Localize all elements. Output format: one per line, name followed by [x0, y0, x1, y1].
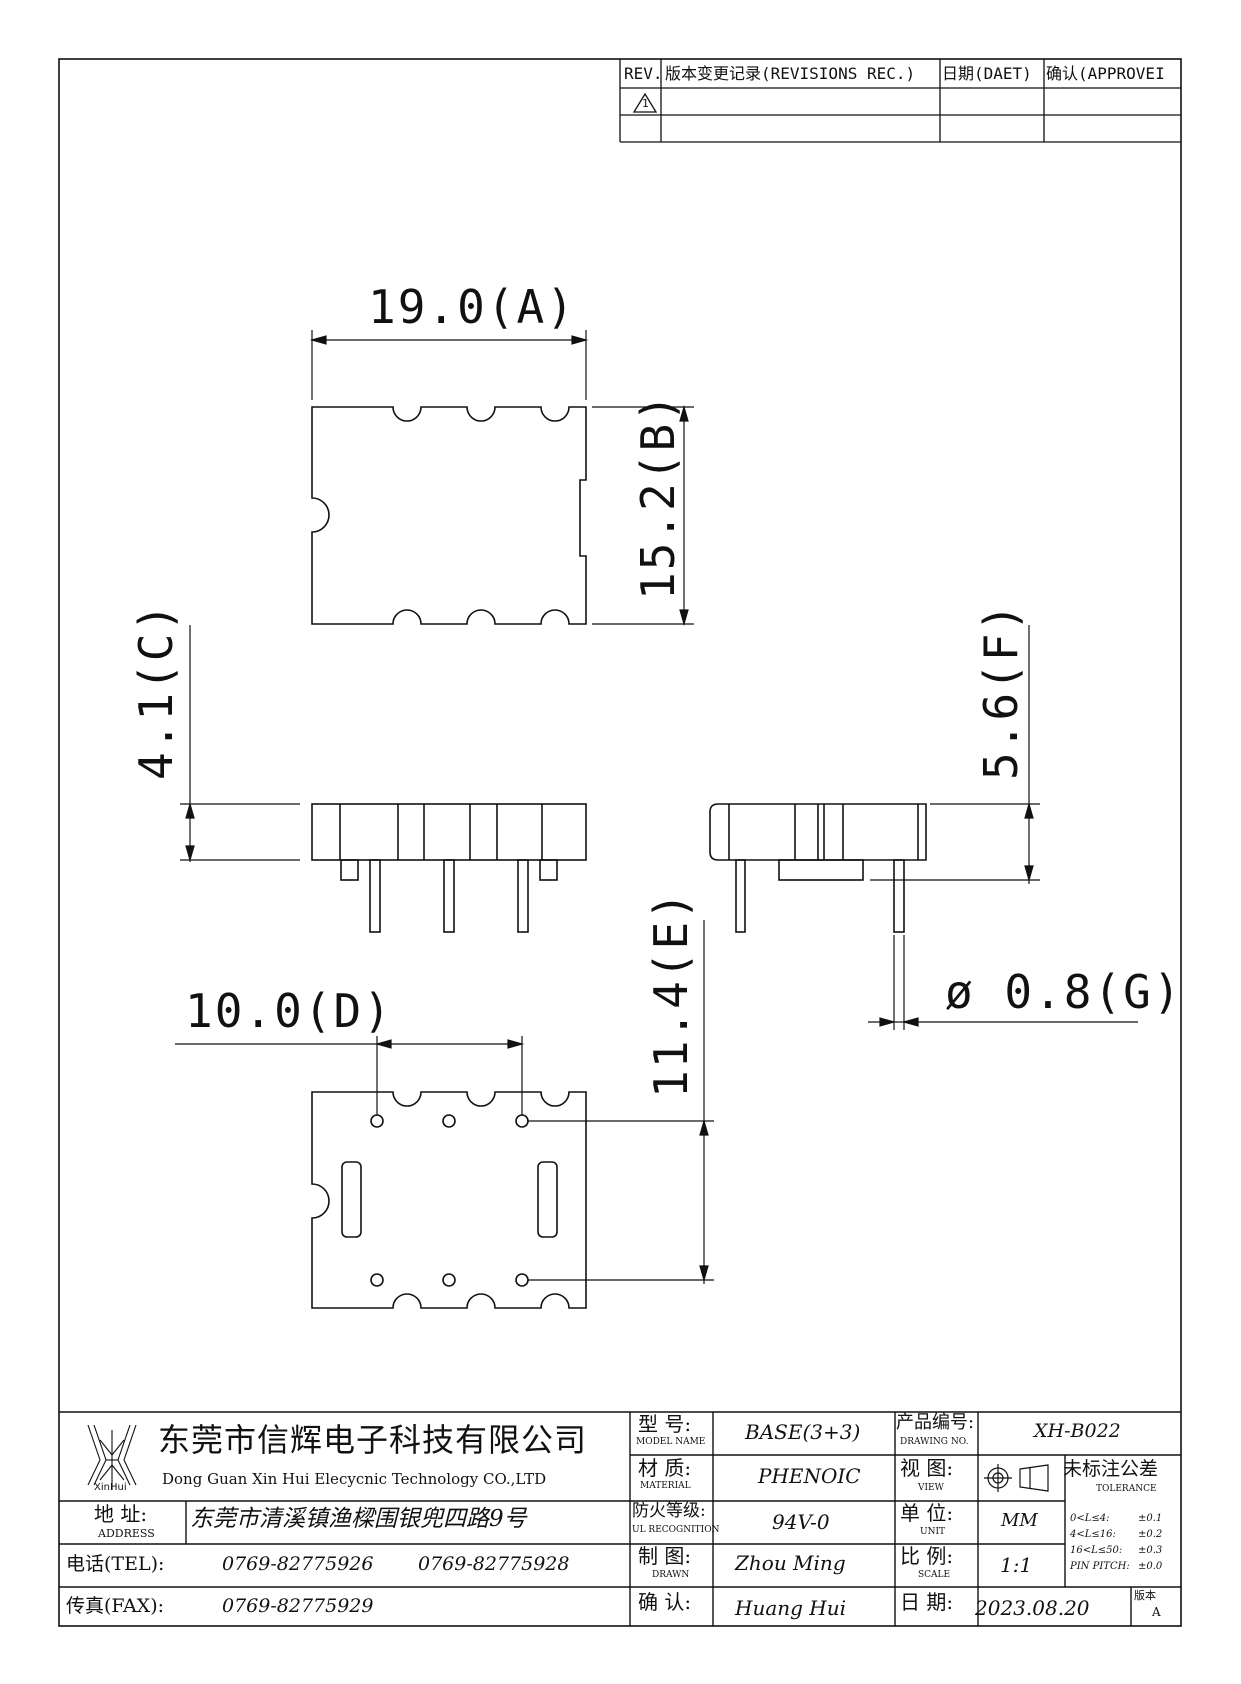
tolerance-row: 16<L≤50: ±0.3	[1070, 1545, 1178, 1560]
tolerance-value: ±0.2	[1138, 1529, 1163, 1540]
address-label: 地 址:	[94, 1502, 148, 1526]
dimension-e-lines	[528, 920, 714, 1284]
dimension-d-lines	[175, 1036, 525, 1115]
dimension-a-label: 19.0(A)	[368, 280, 576, 334]
scale-value: 1:1	[1000, 1553, 1033, 1577]
revision-table-lines	[619, 59, 1181, 143]
tolerance-row: 4<L≤16: ±0.2	[1070, 1529, 1178, 1544]
tolerance-row: 0<L≤4: ±0.1	[1070, 1513, 1178, 1528]
dimension-g-lines	[868, 935, 1138, 1030]
drawing-no-label: 产品编号:	[896, 1412, 975, 1433]
drawn-label-en: DRAWN	[652, 1570, 690, 1580]
title-block-lines	[59, 1411, 1181, 1626]
dimension-c-label: 4.1(C)	[129, 601, 183, 780]
dimension-b-label: 15.2(B)	[631, 392, 685, 600]
version-label: 版本	[1134, 1589, 1156, 1602]
drawn-label: 制 图:	[638, 1544, 692, 1568]
dimension-g-label: ø 0.8(G)	[945, 965, 1183, 1019]
tolerance-range: 0<L≤4:	[1070, 1513, 1110, 1524]
company-name-cn: 东莞市信辉电子科技有限公司	[158, 1421, 588, 1459]
tolerance-value: ±0.3	[1138, 1545, 1163, 1556]
address-label-en: ADDRESS	[98, 1527, 155, 1540]
dimension-a-lines	[309, 330, 589, 400]
company-name-en: Dong Guan Xin Hui Elecycnic Technology C…	[162, 1470, 547, 1488]
tolerance-label: 未标注公差	[1063, 1458, 1159, 1480]
dimension-f-label: 5.6(F)	[974, 601, 1028, 780]
drawing-no-value: XH-B022	[1034, 1420, 1121, 1442]
date-label: 日 期:	[900, 1590, 954, 1614]
revision-col-date: 日期(DAET)	[942, 64, 1032, 83]
fax-label: 传真(FAX):	[66, 1595, 165, 1617]
tel-number-1: 0769-82775926	[222, 1553, 374, 1575]
view-label-en: VIEW	[918, 1483, 944, 1493]
tolerance-row: PIN PITCH: ±0.0	[1070, 1561, 1178, 1576]
front-view-outline	[311, 803, 587, 933]
dimension-f-lines	[870, 625, 1040, 884]
version-value: A	[1152, 1605, 1161, 1619]
fire-rating-value: 94V-0	[772, 1510, 830, 1534]
material-label: 材 质:	[638, 1456, 692, 1480]
model-label: 型 号:	[638, 1412, 692, 1436]
drawing-no-label-en: DRAWING NO.	[900, 1437, 969, 1447]
drawn-value: Zhou Ming	[735, 1551, 846, 1575]
tolerance-range: PIN PITCH:	[1070, 1561, 1130, 1572]
date-value: 2023.08.20	[975, 1596, 1090, 1620]
company-logo	[87, 1424, 137, 1490]
tolerance-value: ±0.0	[1138, 1561, 1163, 1572]
revision-mark: 1	[642, 97, 649, 110]
view-label: 视 图:	[900, 1456, 954, 1480]
revision-col-rev: REV.	[624, 64, 663, 83]
bottom-view-pin-holes	[370, 1114, 529, 1287]
scale-label-en: SCALE	[918, 1570, 951, 1580]
address-value: 东莞市清溪镇渔樑围银兜四路9号	[190, 1506, 527, 1532]
unit-label-en: UNIT	[920, 1527, 946, 1537]
bottom-view-outline	[311, 1091, 587, 1309]
fax-number: 0769-82775929	[222, 1595, 374, 1617]
side-view-outline	[709, 803, 927, 933]
revision-col-record: 版本变更记录(REVISIONS REC.)	[665, 64, 916, 83]
dimension-c-lines	[180, 625, 300, 863]
tolerance-value: ±0.1	[1138, 1513, 1163, 1524]
material-label-en: MATERIAL	[640, 1481, 691, 1491]
dimension-e-label: 11.4(E)	[644, 890, 698, 1098]
tolerance-label-en: TOLERANCE	[1096, 1484, 1157, 1494]
model-value: BASE(3+3)	[745, 1420, 861, 1444]
tolerance-range: 16<L≤50:	[1070, 1545, 1123, 1556]
tolerance-range: 4<L≤16:	[1070, 1529, 1116, 1540]
scale-label: 比 例:	[900, 1544, 954, 1568]
material-value: PHENOIC	[758, 1464, 861, 1488]
check-label: 确 认:	[638, 1590, 692, 1614]
dimension-b-lines	[592, 404, 694, 627]
projection-symbol-icon	[984, 1464, 1049, 1492]
logo-text: XinHui	[94, 1482, 127, 1493]
unit-value: MM	[1001, 1510, 1038, 1531]
tel-number-2: 0769-82775928	[418, 1553, 570, 1575]
tel-label: 电话(TEL):	[66, 1553, 165, 1575]
drawing-border	[58, 58, 1182, 1627]
fire-rating-label: 防火等级:	[632, 1501, 706, 1521]
unit-label: 单 位:	[900, 1501, 954, 1525]
top-view-outline	[311, 406, 587, 625]
revision-col-approve: 确认(APPROVEI	[1046, 64, 1165, 83]
check-value: Huang Hui	[735, 1596, 847, 1620]
model-label-en: MODEL NAME	[636, 1437, 706, 1447]
bottom-view-slots	[341, 1161, 558, 1238]
revision-triangle-icon	[632, 92, 658, 113]
fire-rating-label-en: UL RECOGNITION	[632, 1525, 720, 1535]
dimension-d-label: 10.0(D)	[185, 984, 393, 1038]
